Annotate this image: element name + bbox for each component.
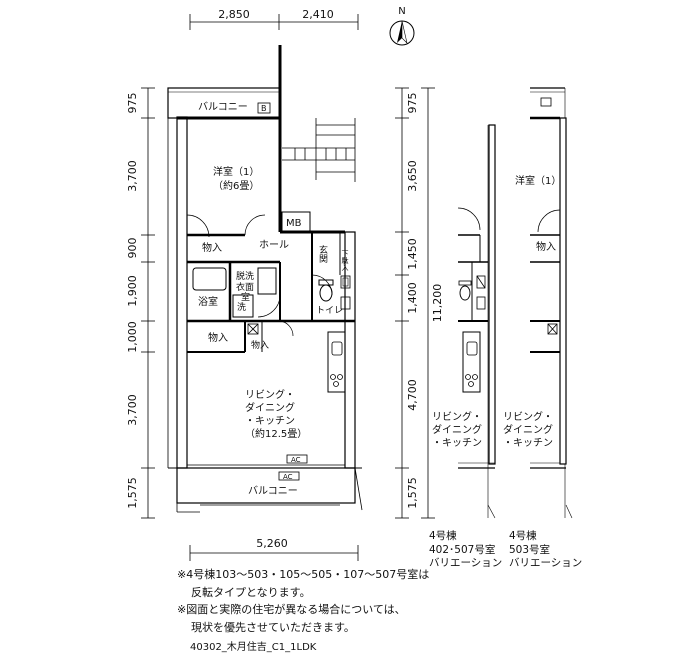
- variant-2-caption-rooms: 503号室: [509, 543, 551, 556]
- label-dressing-2: 衣面: [236, 281, 254, 293]
- note-line-3: ※図面と実際の住宅が異なる場合については、: [177, 603, 406, 616]
- variant-1-ldk-3: ・キッチン: [432, 437, 482, 449]
- label-bath: 浴室: [198, 295, 218, 308]
- variant-2-caption-building: 4号棟: [509, 530, 537, 542]
- label-ldk-3: ・キッチン: [245, 415, 295, 427]
- dim-right-5: 4,700: [406, 379, 419, 411]
- dim-bottom: 5,260: [256, 537, 288, 550]
- dim-right-4: 1,400: [406, 282, 419, 314]
- dim-left-7: 1,575: [126, 477, 139, 509]
- variant-1-caption-variation: バリエーション: [429, 557, 503, 569]
- variant-1-caption-building: 4号棟: [429, 530, 457, 542]
- dim-top-1: 2,850: [218, 8, 250, 21]
- variant-1-ldk-2: ダイニング: [432, 423, 482, 436]
- top-dimension: [189, 14, 359, 30]
- label-entrance: 玄関: [317, 244, 328, 264]
- dim-left-5: 1,000: [126, 321, 139, 353]
- dim-right-2: 3,650: [406, 160, 419, 192]
- dim-left-6: 3,700: [126, 394, 139, 426]
- left-dimension: [141, 87, 155, 519]
- note-line-2: 反転タイプとなります。: [191, 585, 311, 599]
- north-label: N: [398, 6, 405, 17]
- variant-1-caption: 4号棟 402･507号室 バリエーション: [429, 530, 502, 571]
- variant-2-caption-variation: バリエーション: [509, 557, 583, 569]
- dim-left-2: 3,700: [126, 160, 139, 192]
- label-dressing-3: 室: [241, 291, 250, 303]
- label-hall: ホール: [259, 239, 289, 251]
- dim-top-2: 2,410: [302, 8, 334, 21]
- label-balcony-bottom: バルコニー: [248, 485, 298, 497]
- label-ldk-4: （約12.5畳）: [245, 427, 307, 440]
- variant-2-ldk-3: ・キッチン: [503, 437, 553, 449]
- note-line-1: ※4号棟103～503・105～505・107～507号室は: [177, 568, 430, 581]
- label-ac-1: AC: [291, 456, 301, 464]
- variant-2-caption: 4号棟 503号室 バリエーション: [509, 530, 582, 571]
- right-dimension: [395, 87, 435, 519]
- label-toilet: トイレ: [316, 306, 343, 316]
- variant-1-plan: [457, 124, 496, 519]
- variant-2-western-room: 洋室（1）: [515, 174, 561, 187]
- north-arrow-icon: [389, 20, 415, 46]
- dim-left-4: 1,900: [126, 275, 139, 307]
- variant-2-plan: [530, 87, 573, 519]
- note-line-4: 現状を優先させていただきます。: [191, 620, 355, 634]
- dim-total: 11,200: [431, 284, 444, 323]
- label-ldk-2: ダイニング: [245, 401, 295, 414]
- dim-left-1: 975: [126, 93, 139, 114]
- label-closet-2: 物入: [208, 331, 228, 344]
- variant-2-ldk-2: ダイニング: [503, 423, 553, 436]
- label-balcony-tag: B: [261, 104, 267, 113]
- label-dressing-1: 脱洗: [236, 270, 254, 282]
- variant-1-caption-rooms: 402･507号室: [429, 543, 496, 556]
- bottom-dimension: [189, 545, 359, 561]
- label-wash: 洗: [237, 301, 246, 313]
- dim-left-3: 900: [126, 238, 139, 259]
- variant-2-ldk-1: リビング・: [503, 410, 553, 423]
- dim-right-6: 1,575: [406, 477, 419, 509]
- label-mb: MB: [286, 218, 302, 229]
- plan-code: 40302_木月住吉_C1_1LDK: [190, 642, 317, 653]
- main-plan-walls: [167, 45, 363, 513]
- label-ac-2: AC: [283, 473, 293, 481]
- dim-right-3: 1,450: [406, 238, 419, 270]
- variant-1-ldk-1: リビング・: [432, 410, 482, 423]
- label-shoebox: 下駄入: [341, 250, 349, 271]
- variant-2-closet: 物入: [536, 240, 556, 253]
- label-closet-3: 物入: [251, 339, 269, 351]
- label-western-room: 洋室（1）: [213, 165, 259, 178]
- stairs: [282, 118, 356, 182]
- label-western-room-size: （約6畳）: [213, 179, 259, 192]
- notes: ※4号棟103～503・105～505・107～507号室は 反転タイプとなりま…: [177, 566, 429, 636]
- label-closet-1: 物入: [202, 241, 222, 254]
- dim-right-1: 975: [406, 93, 419, 114]
- label-ldk-1: リビング・: [245, 388, 295, 401]
- label-balcony-top: バルコニー: [198, 101, 248, 113]
